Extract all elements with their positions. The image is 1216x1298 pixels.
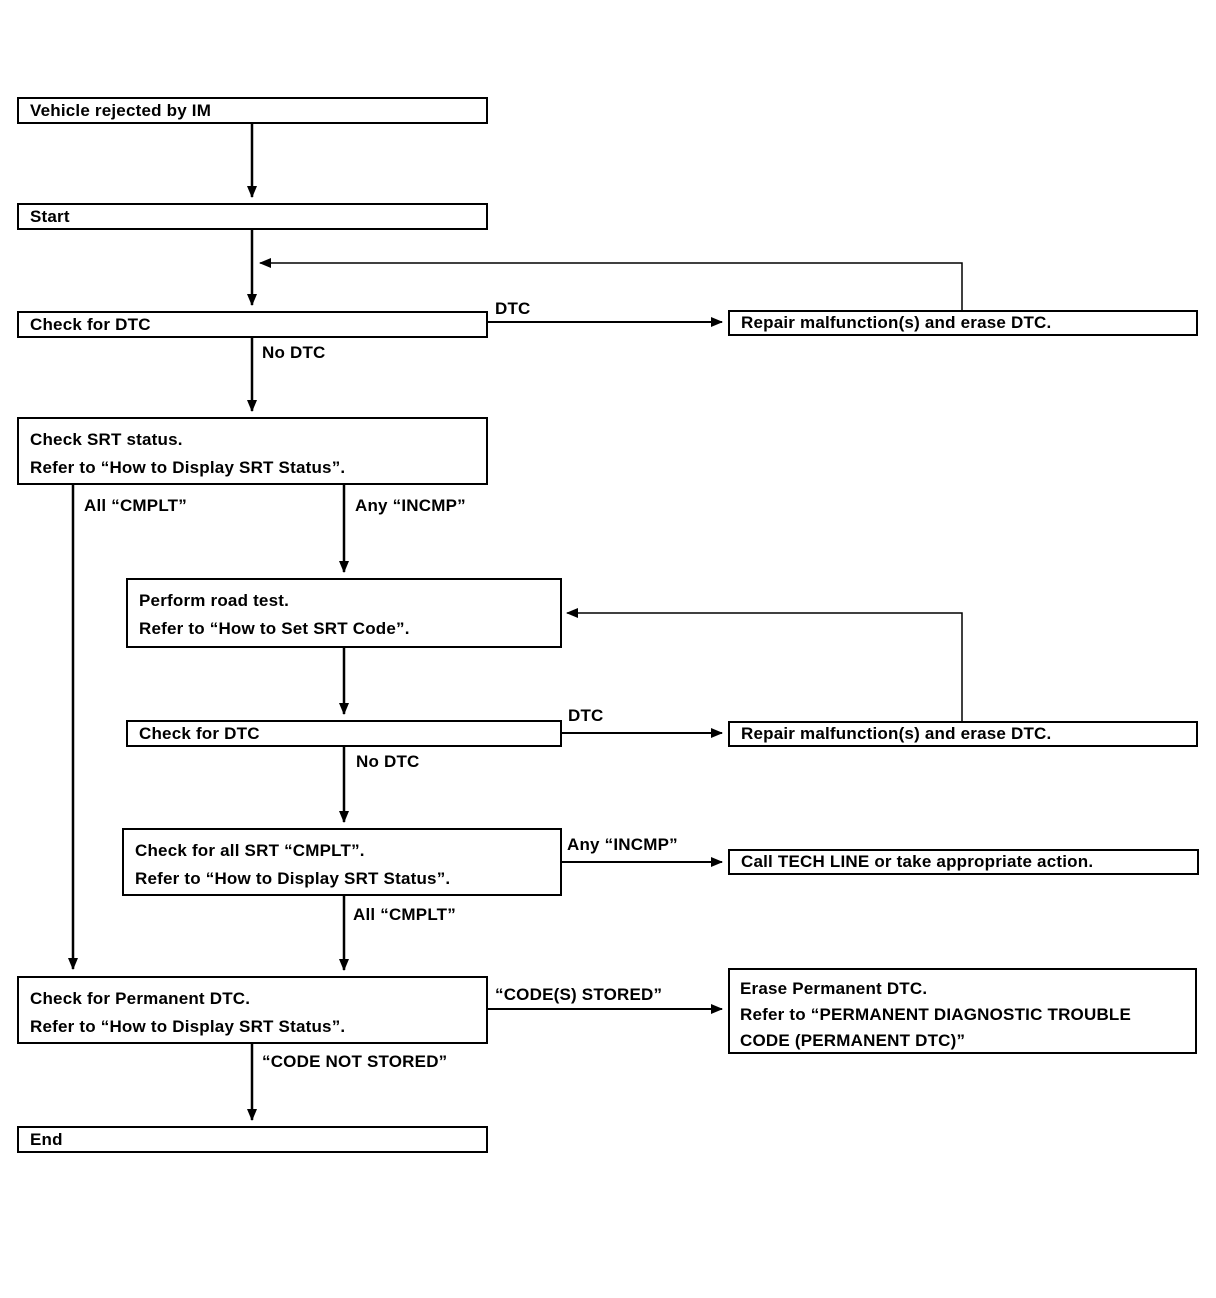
node-erase-permanent-dtc: Erase Permanent DTC. Refer to “PERMANENT… [728,968,1197,1054]
edge-label-all-cmplt-1: All “CMPLT” [84,496,187,515]
node-erase-permanent-dtc-line3: CODE (PERMANENT DTC)” [740,1031,966,1050]
node-check-all-srt-line2: Refer to “How to Display SRT Status”. [135,869,451,888]
node-check-srt-status: Check SRT status. Refer to “How to Displ… [17,417,488,485]
node-check-dtc-2: Check for DTC [126,720,562,747]
edge-repair2-feedback [566,608,963,721]
node-vehicle-rejected: Vehicle rejected by IM [17,97,488,124]
node-check-permanent-dtc-line1: Check for Permanent DTC. [30,989,251,1008]
node-check-dtc-2-label: Check for DTC [139,723,260,743]
edge-label-code-not-stored: “CODE NOT STORED” [262,1052,448,1071]
node-end: End [17,1126,488,1153]
edge-label-all-cmplt-2: All “CMPLT” [353,905,456,924]
node-check-srt-status-line1: Check SRT status. [30,430,183,449]
node-start-label: Start [30,206,70,226]
node-start: Start [17,203,488,230]
edge-label-no-dtc-2: No DTC [356,752,420,771]
edge-repair1-feedback [259,258,963,310]
edge-label-any-incmp-2: Any “INCMP” [567,835,678,854]
node-repair-1: Repair malfunction(s) and erase DTC. [728,310,1198,336]
node-road-test-line2: Refer to “How to Set SRT Code”. [139,619,410,638]
node-vehicle-rejected-label: Vehicle rejected by IM [30,100,212,120]
node-road-test-line1: Perform road test. [139,591,290,610]
edge-label-dtc-2: DTC [568,706,604,725]
node-call-tech-line-label: Call TECH LINE or take appropriate actio… [741,852,1094,871]
edge-label-dtc-1: DTC [495,299,531,318]
node-end-label: End [30,1129,63,1149]
node-erase-permanent-dtc-line1: Erase Permanent DTC. [740,979,928,998]
edge-label-codes-stored: “CODE(S) STORED” [495,985,663,1004]
node-repair-1-label: Repair malfunction(s) and erase DTC. [741,313,1052,332]
node-check-permanent-dtc: Check for Permanent DTC. Refer to “How t… [17,976,488,1044]
node-check-permanent-dtc-line2: Refer to “How to Display SRT Status”. [30,1017,346,1036]
node-repair-2: Repair malfunction(s) and erase DTC. [728,721,1198,747]
node-check-dtc-1-label: Check for DTC [30,314,151,334]
node-check-all-srt: Check for all SRT “CMPLT”. Refer to “How… [122,828,562,896]
node-call-tech-line: Call TECH LINE or take appropriate actio… [728,849,1199,875]
node-check-all-srt-line1: Check for all SRT “CMPLT”. [135,841,365,860]
node-road-test: Perform road test. Refer to “How to Set … [126,578,562,648]
edge-label-any-incmp-1: Any “INCMP” [355,496,466,515]
node-check-dtc-1: Check for DTC [17,311,488,338]
node-repair-2-label: Repair malfunction(s) and erase DTC. [741,724,1052,743]
edge-label-no-dtc-1: No DTC [262,343,326,362]
node-erase-permanent-dtc-line2: Refer to “PERMANENT DIAGNOSTIC TROUBLE [740,1005,1132,1024]
node-check-srt-status-line2: Refer to “How to Display SRT Status”. [30,458,346,477]
